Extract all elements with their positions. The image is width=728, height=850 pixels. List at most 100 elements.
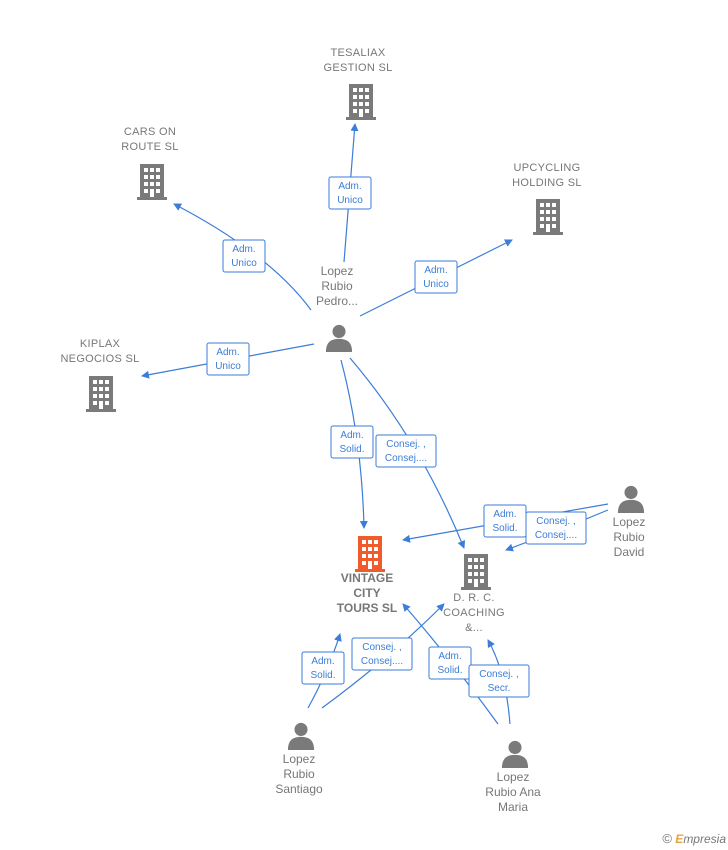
- edge-label-text: Adm.: [232, 244, 255, 255]
- person-icon: [325, 324, 353, 352]
- edge-pedro-tesaliax[interactable]: Adm. Unico: [328, 123, 372, 263]
- node-kiplax[interactable]: KIPLAX NEGOCIOS SL: [60, 338, 139, 412]
- node-label: Santiago: [275, 782, 323, 796]
- node-label: HOLDING SL: [512, 177, 582, 189]
- building-icon: [461, 554, 491, 590]
- node-upcycling[interactable]: UPCYCLING HOLDING SL: [512, 162, 582, 235]
- edge-label-text: Solid.: [492, 523, 517, 534]
- node-label: David: [614, 545, 645, 559]
- node-label: Lopez: [283, 752, 316, 766]
- copyright-symbol: ©: [662, 831, 672, 846]
- edge-label-box[interactable]: [206, 342, 250, 376]
- edge-label-box[interactable]: [525, 511, 587, 545]
- edge-david-vintage[interactable]: Adm. Solid.: [402, 503, 609, 543]
- edge-label-text: Solid.: [437, 665, 462, 676]
- edge-label-text: Consej. ,: [362, 642, 401, 653]
- edge-label-text: Unico: [337, 195, 363, 206]
- nodes-layer: TESALIAX GESTION SL CARS ON ROUTE SL UPCYCLI…: [60, 47, 645, 814]
- node-label: Pedro...: [316, 294, 358, 308]
- node-label: NEGOCIOS SL: [60, 353, 139, 365]
- brand-logo-initial: E: [675, 832, 684, 846]
- edge-label-text: Consej. ,: [386, 439, 425, 450]
- person-icon: [501, 740, 529, 768]
- edge-ana-vintage[interactable]: Adm. Solid.: [402, 603, 499, 725]
- node-label: Lopez: [497, 770, 530, 784]
- node-tesaliax[interactable]: TESALIAX GESTION SL: [323, 47, 392, 120]
- edge-label-text: Adm.: [340, 430, 363, 441]
- edge-label-text: Consej....: [535, 530, 577, 541]
- edge-pedro-vintage[interactable]: Adm. Solid.: [330, 359, 374, 529]
- edge-santiago-vintage[interactable]: Adm. Solid.: [301, 633, 345, 709]
- building-icon: [346, 84, 376, 120]
- node-pedro[interactable]: LopezRubioPedro...: [316, 264, 358, 352]
- node-label: KIPLAX: [80, 338, 121, 350]
- edge-santiago-drc[interactable]: Consej. , Consej....: [321, 603, 445, 709]
- person-icon: [617, 485, 645, 513]
- edge-label-box[interactable]: [375, 434, 437, 468]
- node-label: VINTAGE: [341, 571, 393, 585]
- edge-ana-drc[interactable]: Consej. , Secr.: [468, 639, 530, 725]
- edge-label-text: Unico: [423, 279, 449, 290]
- edge-label-text: Adm.: [424, 265, 447, 276]
- edge-david-drc[interactable]: Consej. , Consej....: [505, 509, 609, 552]
- person-icon: [287, 722, 315, 750]
- edge-label-text: Consej....: [361, 656, 403, 667]
- edge-label-text: Solid.: [310, 670, 335, 681]
- node-drc[interactable]: D. R. C. COACHING &...: [443, 554, 505, 634]
- edge-pedro-cars[interactable]: Adm. Unico: [173, 203, 312, 311]
- edge-label-box[interactable]: [414, 260, 458, 294]
- node-label: COACHING: [443, 607, 505, 619]
- edge-pedro-kiplax[interactable]: Adm. Unico: [141, 342, 315, 379]
- edge-pedro-upcycling[interactable]: Adm. Unico: [359, 239, 513, 317]
- edge-label-text: Adm.: [216, 347, 239, 358]
- building-icon: [533, 199, 563, 235]
- edge-label-box[interactable]: [301, 651, 345, 685]
- node-label: Rubio: [283, 767, 315, 781]
- building-icon: [355, 536, 385, 572]
- edge-label-box[interactable]: [328, 176, 372, 210]
- node-label: Rubio: [613, 530, 645, 544]
- building-icon: [137, 164, 167, 200]
- node-label: GESTION SL: [323, 62, 392, 74]
- node-label: UPCYCLING: [514, 162, 581, 174]
- edge-label-text: Consej. ,: [536, 516, 575, 527]
- node-label: Rubio: [321, 279, 353, 293]
- node-label: ROUTE SL: [121, 141, 178, 153]
- node-label: Rubio Ana: [485, 785, 541, 799]
- edge-label-box[interactable]: [468, 664, 530, 698]
- node-label: Maria: [498, 800, 528, 814]
- edge-label-text: Adm.: [493, 509, 516, 520]
- building-icon: [86, 376, 116, 412]
- brand-name: mpresia: [683, 832, 726, 846]
- edge-label-text: Unico: [231, 258, 257, 269]
- edge-label-text: Solid.: [339, 444, 364, 455]
- edge-label-text: Consej. ,: [479, 669, 518, 680]
- node-label: Lopez: [321, 264, 354, 278]
- node-label: TESALIAX: [331, 47, 386, 59]
- edge-label-box[interactable]: [330, 425, 374, 459]
- edge-pedro-drc[interactable]: Consej. , Consej....: [349, 357, 466, 549]
- edge-label-box[interactable]: [428, 646, 472, 680]
- edge-label-box[interactable]: [351, 637, 413, 671]
- edges-layer: Adm.UnicoAdm.UnicoAdm.UnicoAdm.UnicoAdm.…: [141, 123, 609, 725]
- node-cars[interactable]: CARS ON ROUTE SL: [121, 126, 178, 200]
- edge-label-text: Secr.: [488, 683, 511, 694]
- edge-label-box[interactable]: [222, 239, 266, 273]
- node-label: CITY: [353, 586, 380, 600]
- edge-label-text: Adm.: [338, 181, 361, 192]
- edge-label-text: Adm.: [438, 651, 461, 662]
- footer-brand[interactable]: © Empresia: [662, 831, 726, 846]
- node-label: Lopez: [613, 515, 646, 529]
- node-label: TOURS SL: [337, 601, 397, 615]
- node-label: CARS ON: [124, 126, 176, 138]
- edge-label-text: Adm.: [311, 656, 334, 667]
- edge-label-text: Unico: [215, 361, 241, 372]
- node-label: &...: [465, 622, 483, 634]
- edge-label-text: Consej....: [385, 453, 427, 464]
- node-label: D. R. C.: [453, 592, 495, 604]
